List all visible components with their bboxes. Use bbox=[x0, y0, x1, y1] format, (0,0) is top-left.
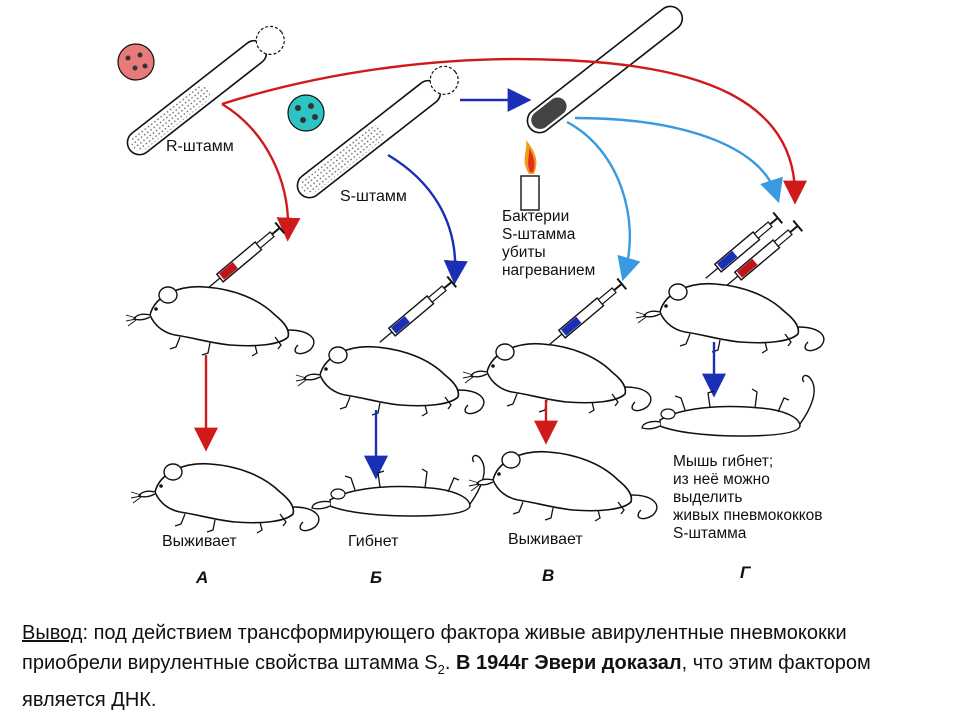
mouse-d-after bbox=[641, 374, 815, 437]
mouse-a-before bbox=[125, 285, 315, 357]
outcome-b-label: Гибнет bbox=[348, 533, 399, 550]
s-strain-tube bbox=[296, 65, 459, 199]
case-b-label: Б bbox=[370, 568, 383, 587]
arrow-heat-to-mouse-c bbox=[566, 120, 641, 282]
r-colony-icon bbox=[117, 43, 155, 81]
syringe-c bbox=[544, 277, 628, 351]
mouse-b-after bbox=[311, 454, 485, 517]
arrow-heat-to-mouse-d bbox=[574, 116, 783, 204]
mouse-d-before bbox=[635, 282, 825, 354]
arrow-r-to-mouse-d bbox=[221, 57, 807, 205]
syringe-d-red bbox=[720, 219, 804, 293]
conclusion-part3: , что этим фактором является ДНК. bbox=[22, 652, 871, 711]
s-strain-label: S-штамм bbox=[340, 188, 407, 205]
outcome-d-label: Мышь гибнет; из неё можно выделить живых… bbox=[673, 453, 823, 542]
conclusion-subscript: 2 bbox=[437, 662, 445, 677]
r-strain-tube bbox=[126, 25, 285, 156]
syringe-d-blue bbox=[700, 211, 784, 285]
heat-killed-label: Бактерии S-штамма убиты нагреванием bbox=[502, 208, 596, 279]
griffith-experiment-diagram bbox=[117, 5, 825, 534]
conclusion-text: Вывод: под действием трансформирующего ф… bbox=[22, 618, 942, 715]
mouse-b-before bbox=[295, 345, 485, 417]
conclusion-part2: . bbox=[444, 652, 456, 674]
outcome-a-label: Выживает bbox=[162, 533, 237, 550]
conclusion-heading: Вывод bbox=[22, 622, 83, 644]
mouse-c-before bbox=[462, 342, 652, 414]
conclusion-bold: В 1944г Эвери доказал bbox=[455, 652, 682, 674]
heated-tube bbox=[526, 5, 684, 134]
r-strain-label: R-штамм bbox=[166, 138, 234, 155]
mouse-a-after bbox=[130, 462, 320, 534]
flame-icon bbox=[520, 140, 540, 211]
syringe-a bbox=[202, 221, 286, 295]
conclusion-part1: : под действием трансформирующего фактор… bbox=[22, 622, 847, 674]
s-colony-icon bbox=[287, 94, 325, 132]
case-c-label: В bbox=[542, 566, 555, 585]
arrow-r-to-mouse-a bbox=[221, 102, 301, 242]
mouse-c-after bbox=[468, 450, 658, 522]
case-d-label: Г bbox=[740, 563, 751, 582]
case-a-label: А bbox=[196, 568, 209, 587]
syringe-b bbox=[374, 275, 458, 349]
outcome-c-label: Выживает bbox=[508, 531, 583, 548]
arrow-s-to-mouse-b bbox=[387, 153, 468, 285]
